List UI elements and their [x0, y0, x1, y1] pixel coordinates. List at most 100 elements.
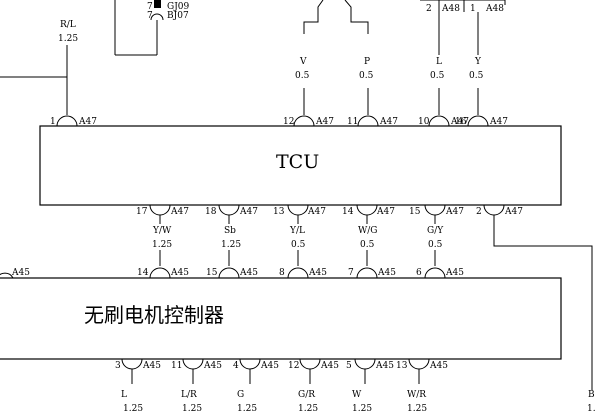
wire-color-label: P	[364, 57, 370, 67]
pin-number: 15	[409, 207, 421, 217]
pin-number: 14	[342, 207, 354, 217]
wire-color-label: L	[436, 57, 442, 67]
connector-label: A47	[239, 207, 258, 217]
wire-gauge-label: 1.25	[58, 34, 78, 44]
connector-label: A47	[379, 117, 398, 127]
tcu-pin-12: 12 A47 V 0.5	[283, 57, 334, 127]
connector-label: A47	[78, 117, 97, 127]
connector-label: A47	[489, 117, 508, 127]
connector-label: A47	[504, 207, 523, 217]
wire-color-label: L	[121, 390, 127, 400]
wire-left: R/L 1.25	[0, 20, 78, 115]
connector-label: A47	[376, 207, 395, 217]
connector-label: A45	[445, 268, 464, 278]
pin-number: 12	[283, 117, 294, 127]
pin-number: 5	[346, 361, 352, 371]
wire-right: B 1.	[587, 390, 596, 414]
tcu-pin-16: 16 A47 Y 0.5	[455, 57, 508, 127]
tcu-pin-17: 17 A47 Y/W 1.25	[136, 204, 189, 266]
connector-label: A47	[170, 207, 189, 217]
connector-label: A48	[441, 4, 460, 14]
connector-label: A45	[308, 268, 327, 278]
pin-number: 13	[273, 207, 285, 217]
wire-gauge-label: 1.25	[123, 404, 143, 414]
controller-pin-11: 11 A45 L/R 1.25	[171, 358, 222, 414]
controller-pin-7: 7 A45	[348, 267, 396, 279]
connector-label: A45	[142, 361, 161, 371]
pin-number: 10	[418, 117, 430, 127]
tcu-pin-13: 13 A47 Y/L 0.5	[273, 204, 326, 266]
tcu-pin-18: 18 A47 Sb 1.25	[205, 204, 258, 266]
wire-gauge-label: 0.5	[360, 240, 375, 250]
wire-gauge-label: 0.5	[430, 71, 445, 81]
controller-pin-4: 4 A45 G 1.25	[233, 358, 279, 414]
pin-number: 18	[205, 207, 217, 217]
connector-label: A45	[377, 268, 396, 278]
connector-label: A47	[315, 117, 334, 127]
controller-pin-5: 5 A45 W 1.25	[346, 358, 394, 414]
wire-gauge-label: 1.25	[237, 404, 257, 414]
pin-number: 4	[233, 361, 239, 371]
controller-pin-3: 3 A45 L 1.25	[115, 358, 161, 414]
connector-label: BJ07	[167, 11, 189, 21]
connector-label: A45	[260, 361, 279, 371]
wire-color-label: V	[299, 57, 307, 67]
wire-color-label: L/R	[181, 390, 197, 400]
pin-number: 17	[136, 207, 148, 217]
pin-number: 1	[470, 4, 476, 14]
connector-label: A45	[11, 268, 30, 278]
wire-gauge-label: 1.25	[298, 404, 318, 414]
connector-label: A45	[203, 361, 222, 371]
wire-gauge-label: 1.25	[182, 404, 202, 414]
wire-color-label: W/R	[407, 390, 426, 400]
connector-label: A47	[445, 207, 464, 217]
connector-label: A45	[320, 361, 339, 371]
pin-number: 11	[171, 361, 182, 371]
pin-number: 7	[348, 268, 354, 278]
pin-number: 16	[455, 117, 467, 127]
controller-top-pins: A45 14 A45 15 A45 8 A45 7 A45 6 A45	[0, 267, 464, 279]
connector-label: A45	[170, 268, 189, 278]
connector-terminal-icon	[154, 0, 161, 8]
tcu-pin-14: 14 A47 W/G 0.5	[342, 204, 395, 266]
wire-color-label: Y/W	[152, 226, 172, 236]
pin-number: 8	[279, 268, 285, 278]
pin-number: 7	[147, 2, 153, 12]
pin-number: 2	[476, 207, 482, 217]
controller-pin-partial: A45	[0, 268, 30, 279]
wire-color-label: W	[352, 390, 362, 400]
pin-number: 2	[426, 4, 432, 14]
pin-number: 13	[396, 361, 408, 371]
wire-color-label: Y/L	[289, 226, 305, 236]
pin-number: 7	[147, 11, 153, 21]
wire-color-label: W/G	[358, 226, 377, 236]
wire-gauge-label: 0.5	[428, 240, 443, 250]
wire-gauge-label: 0.5	[359, 71, 374, 81]
wire-gauge-label: 0.5	[291, 240, 306, 250]
connector-label: A47	[450, 117, 469, 127]
controller-pin-15: 15 A45	[206, 267, 258, 279]
pin-number: 12	[288, 361, 299, 371]
pin-number: 6	[416, 268, 422, 278]
wire-color-label: G/Y	[427, 226, 444, 236]
tcu-title: TCU	[276, 151, 319, 173]
connector-label: A45	[375, 361, 394, 371]
tcu-pin-11: 11 A47 P 0.5	[347, 57, 398, 127]
wire-color-label: R/L	[60, 20, 76, 30]
wire-color-label: Y	[474, 57, 482, 67]
tcu-pin-1: 1 A47	[50, 115, 97, 127]
controller-pin-13: 13 A45 W/R 1.25	[396, 358, 448, 414]
wire-color-label: G/R	[298, 390, 315, 400]
wire-gauge-label: 1.25	[352, 404, 372, 414]
top-left-connector: 7 7 GJ09 BJ07	[114, 0, 190, 56]
pin-number: 1	[50, 117, 56, 127]
wire-gauge-label: 1.	[587, 404, 596, 414]
wire-color-label: G	[237, 390, 244, 400]
wire-color-label: Sb	[224, 226, 236, 236]
motor-controller-title: 无刷电机控制器	[84, 303, 224, 327]
tcu-pin-15: 15 A47 G/Y 0.5	[409, 204, 464, 266]
wire-gauge-label: 1.25	[407, 404, 427, 414]
pin-number: 15	[206, 268, 218, 278]
pin-number: 14	[137, 268, 149, 278]
tcu-pin-2: 2 A47	[476, 204, 593, 390]
